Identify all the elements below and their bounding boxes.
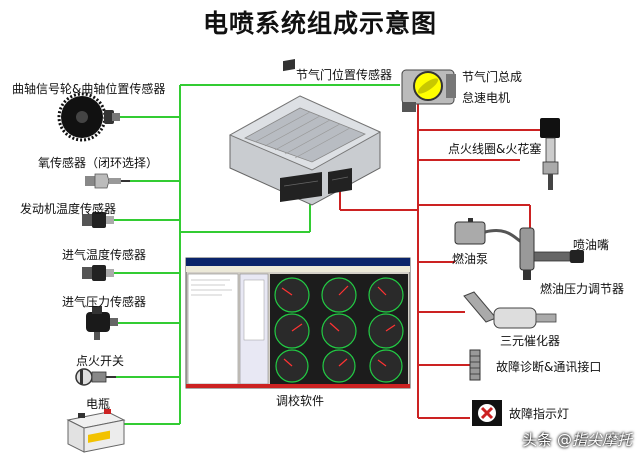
tuning-software-window-icon: [185, 257, 411, 389]
ecu-icon: [228, 58, 382, 206]
label-fuel-pump: 燃油泵: [452, 252, 489, 266]
label-ignition-coil: 点火线圈&火花塞: [448, 142, 542, 156]
label-fuel-pressure-regulator: 燃油压力调节器: [540, 282, 625, 296]
label-throttle-body: 节气门总成: [462, 70, 523, 84]
warning-lamp-icon: [472, 400, 502, 426]
diagnostic-connector-icon: [469, 349, 481, 381]
label-intake-temp-sensor: 进气温度传感器: [62, 248, 147, 262]
label-diagnostic-port: 故障诊断&通讯接口: [496, 360, 602, 374]
fuel-pump-icon: [454, 218, 526, 246]
label-warning-lamp: 故障指示灯: [509, 407, 570, 421]
throttle-body-icon: [401, 69, 456, 112]
watermark-at: @: [556, 431, 572, 449]
label-throttle-position-sensor: 节气门位置传感器: [296, 68, 393, 82]
ignition-switch-icon: [75, 368, 116, 386]
output-wiring: [339, 104, 540, 419]
label-battery: 电瓶: [86, 397, 111, 411]
oxygen-sensor-icon: [85, 173, 130, 189]
watermark-prefix: 头条: [522, 431, 553, 449]
label-intake-pressure-sensor: 进气压力传感器: [62, 295, 147, 309]
temperature-sensor-icon: [82, 212, 114, 228]
catalyst-icon: [463, 291, 557, 329]
label-ignition-switch: 点火开关: [76, 354, 125, 368]
label-crank-sensor: 曲轴信号轮&曲轴位置传感器: [12, 82, 166, 96]
label-tuning-software: 调校软件: [276, 394, 325, 408]
label-injector: 喷油嘴: [573, 238, 610, 252]
watermark: 头条 @指尖摩托: [522, 429, 632, 450]
label-idle-motor: 怠速电机: [462, 91, 511, 105]
ignition-coil-icon: [540, 118, 560, 190]
page-title: 电喷系统组成示意图: [202, 9, 437, 38]
input-wiring: [112, 84, 400, 425]
watermark-brand: 指尖摩托: [571, 431, 632, 449]
air-temp-sensor-icon: [82, 265, 114, 281]
label-coolant-sensor: 发动机温度传感器: [20, 202, 117, 216]
label-oxygen-sensor: 氧传感器（闭环选择）: [38, 156, 159, 170]
battery-icon: [66, 409, 126, 453]
pressure-sensor-icon: [86, 306, 118, 340]
crank-wheel-icon: [57, 92, 120, 142]
label-catalyst: 三元催化器: [500, 334, 561, 348]
injector-icon: [519, 227, 584, 280]
